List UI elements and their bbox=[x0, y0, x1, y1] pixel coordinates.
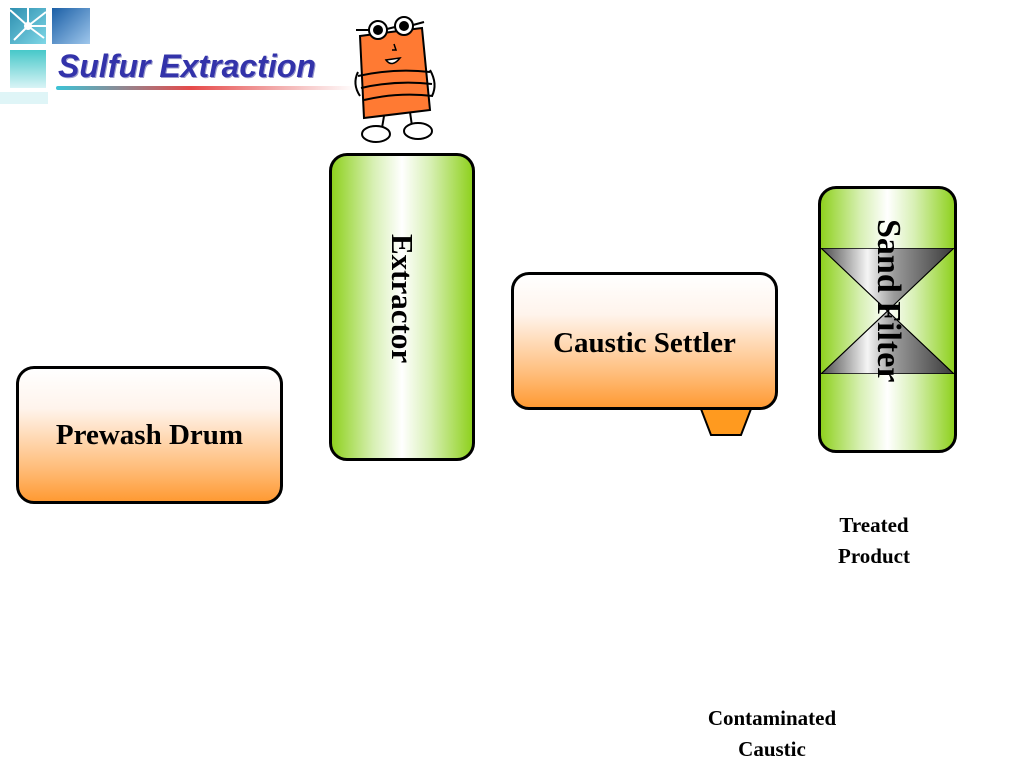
contaminated-caustic-label: Contaminated Caustic bbox=[686, 703, 858, 765]
prewash-drum-vessel: Prewash Drum bbox=[16, 366, 283, 504]
settler-boot bbox=[700, 408, 752, 436]
treated-line-2: Product bbox=[838, 544, 910, 568]
caustic-settler-label: Caustic Settler bbox=[553, 327, 736, 359]
extractor-vessel: Extractor bbox=[329, 153, 475, 461]
treated-line-1: Treated bbox=[839, 513, 909, 537]
treated-product-label: Treated Product bbox=[814, 510, 934, 572]
company-logo-icon bbox=[0, 8, 90, 104]
sand-filter-label: Sand Filter bbox=[870, 219, 907, 383]
caustic-settler-vessel: Caustic Settler bbox=[511, 272, 778, 410]
sand-filter-vessel: Sand Filter bbox=[818, 186, 957, 453]
extractor-label: Extractor bbox=[385, 234, 420, 364]
contaminated-line-2: Caustic bbox=[738, 737, 806, 761]
contaminated-line-1: Contaminated bbox=[707, 706, 837, 730]
sand-bed bbox=[821, 248, 954, 374]
title-underline bbox=[56, 86, 356, 90]
mascot-character-icon bbox=[354, 16, 436, 143]
slide-title: Sulfur Extraction bbox=[58, 48, 316, 84]
prewash-drum-label: Prewash Drum bbox=[55, 418, 244, 451]
